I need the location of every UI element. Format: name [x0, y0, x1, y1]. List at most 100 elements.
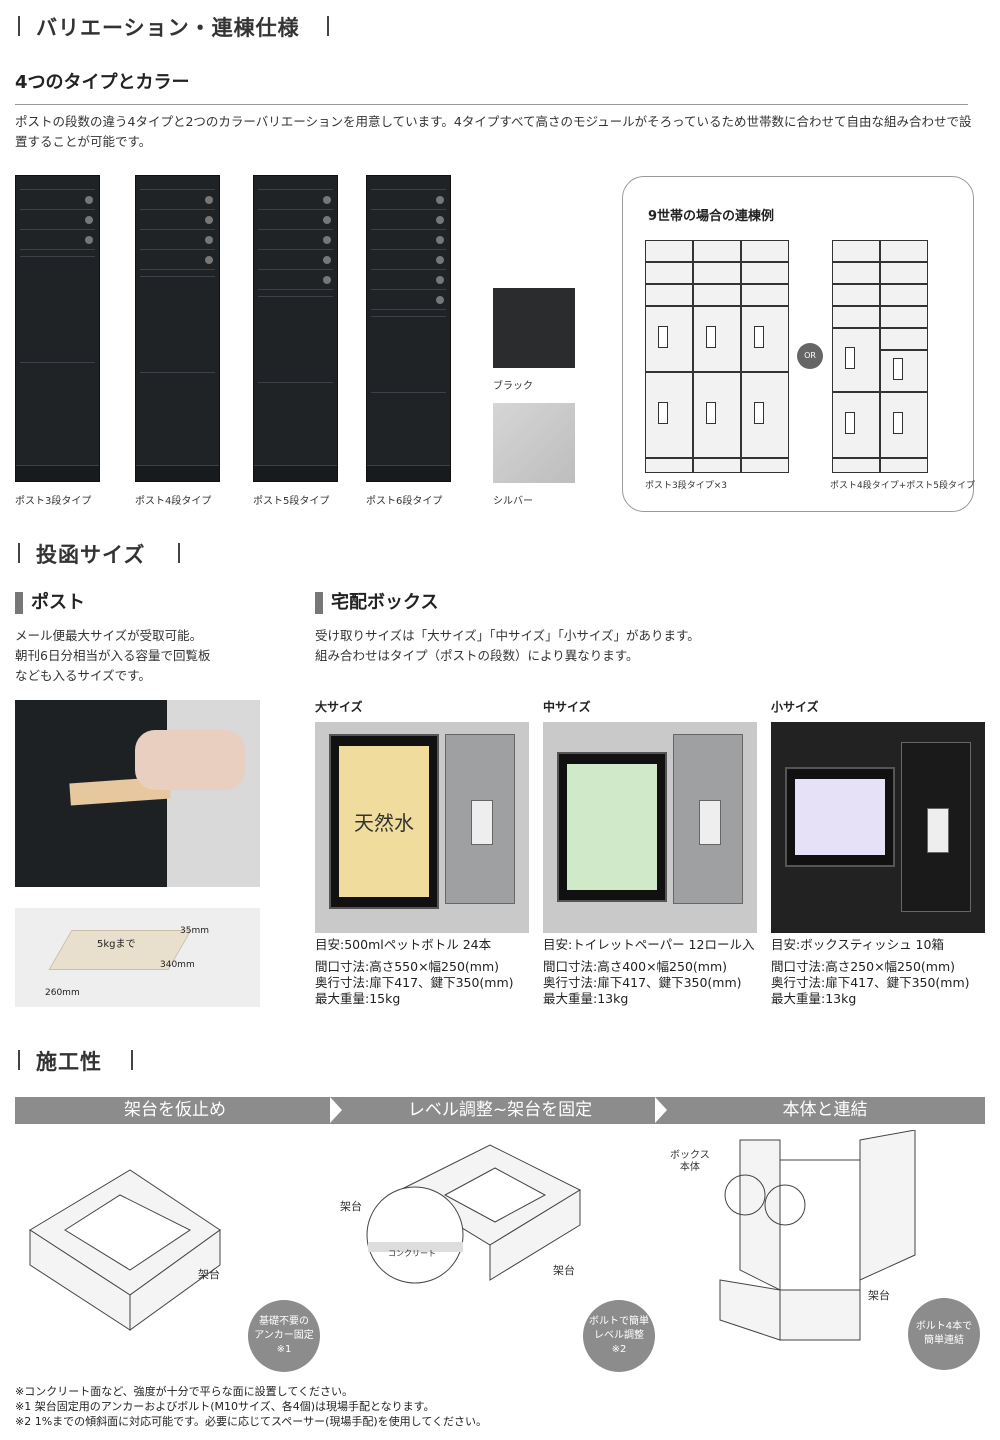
- box-door: [371, 391, 446, 468]
- base: [367, 465, 450, 481]
- box-door: [693, 372, 741, 458]
- max-weight-text: 最大重量:15kg: [315, 991, 401, 1006]
- footnotes: ※コンクリート面など、強度が十分で平らな面に設置してください。 ※1 架台固定用…: [15, 1384, 487, 1429]
- opening-text: 間口寸法:高さ250×幅250(mm): [771, 959, 956, 974]
- example-caption: ポスト4段タイプ+ポスト5段タイプ: [830, 481, 975, 491]
- base: [832, 458, 880, 473]
- post-unit: [366, 175, 451, 482]
- subtitle-types: 4つのタイプとカラー: [15, 72, 190, 93]
- mail-slot: [880, 306, 928, 328]
- mail-slot: [693, 284, 741, 306]
- box-door: [645, 372, 693, 458]
- size-name: 中サイズ: [543, 700, 591, 714]
- open-door: [901, 742, 971, 912]
- mail-slot: [832, 262, 880, 284]
- size-name: 小サイズ: [771, 700, 819, 714]
- section-title-variation: バリエーション・連棟仕様: [36, 16, 300, 40]
- mail-slot: [880, 284, 928, 306]
- steps-banner: [15, 1097, 985, 1124]
- note-bubble: ボルト4本で簡単連結: [908, 1298, 980, 1370]
- mail-slot: [371, 292, 446, 310]
- height-label: 35mm: [180, 926, 209, 936]
- base: [136, 465, 219, 481]
- mail-slot: [693, 240, 741, 262]
- post-heading: ポスト: [15, 592, 85, 614]
- post-unit: [15, 175, 100, 482]
- text-line: ボックス: [670, 1150, 710, 1161]
- size-spec: 目安:500mlペットボトル 24本 間口寸法:高さ550×幅250(mm) 奥…: [315, 937, 540, 1007]
- box-door: [20, 361, 95, 468]
- post-type-label: ポスト6段タイプ: [366, 496, 443, 507]
- section-title-construction: 施工性: [36, 1050, 102, 1074]
- box-door: [20, 256, 95, 362]
- box-photo: 天然水: [315, 722, 529, 933]
- box-heading: 宅配ボックス: [315, 592, 438, 614]
- step-label: レベル調整~架台を固定: [407, 1100, 593, 1120]
- step-label: 架台を仮止め: [124, 1100, 226, 1120]
- box-door: [880, 392, 928, 458]
- heading-bar: [327, 16, 329, 36]
- box-interior: [557, 752, 667, 902]
- box-door: [880, 350, 928, 392]
- mail-slot: [645, 284, 693, 306]
- example-box: [622, 176, 974, 512]
- text-line: 朝刊6日分相当が入る容量で回覧板: [15, 648, 211, 663]
- opening-text: 間口寸法:高さ400×幅250(mm): [543, 959, 728, 974]
- base: [645, 458, 693, 473]
- text-line: アンカー固定: [254, 1330, 314, 1341]
- size-spec: 目安:トイレットペーパー 12ロール入 間口寸法:高さ400×幅250(mm) …: [543, 937, 768, 1007]
- mail-slot: [258, 212, 333, 230]
- mail-slot: [258, 252, 333, 270]
- heading-bar: [178, 543, 180, 563]
- width-label: 260mm: [45, 988, 80, 998]
- box-door: [371, 316, 446, 392]
- post-description: メール便最大サイズが受取可能。 朝刊6日分相当が入る容量で回覧板 なども入るサイ…: [15, 626, 210, 686]
- heading-bar: [18, 16, 20, 36]
- color-label: ブラック: [493, 381, 533, 392]
- base: [741, 458, 789, 473]
- text-line: ※1: [276, 1344, 292, 1355]
- mail-slot: [645, 262, 693, 284]
- text-line: ボルトで簡単: [589, 1316, 649, 1327]
- mail-slot: [832, 306, 880, 328]
- base: [880, 458, 928, 473]
- max-weight-text: 最大重量:13kg: [771, 991, 857, 1006]
- size-name: 大サイズ: [315, 700, 363, 714]
- box-door: [140, 276, 215, 372]
- lock-unit: [699, 800, 721, 845]
- post-type-label: ポスト4段タイプ: [135, 496, 212, 507]
- box-door: [741, 306, 789, 372]
- note-bubble: ボルトで簡単レベル調整※2: [583, 1300, 655, 1372]
- example-caption: ポスト3段タイプ×3: [645, 481, 727, 491]
- part-label: 架台: [340, 1200, 362, 1213]
- mail-slot: [258, 192, 333, 210]
- post-type-label: ポスト5段タイプ: [253, 496, 330, 507]
- mail-slot: [140, 212, 215, 230]
- top-cap: [20, 176, 95, 190]
- sample-item: 天然水: [339, 746, 429, 897]
- text-line: 基礎不要の: [259, 1316, 309, 1327]
- post-type-label: ポスト3段タイプ: [15, 496, 92, 507]
- heading-bar: [18, 1050, 20, 1070]
- mail-slot: [371, 192, 446, 210]
- depth-text: 奥行寸法:扉下417、鍵下350(mm): [315, 975, 514, 990]
- open-door: [445, 734, 515, 904]
- mail-slot: [371, 232, 446, 250]
- mail-slot: [20, 212, 95, 230]
- mail-slot: [258, 272, 333, 290]
- box-photo: [771, 722, 985, 933]
- base: [254, 465, 337, 481]
- sample-item: [795, 779, 885, 855]
- size-spec: 目安:ボックスティッシュ 10箱 間口寸法:高さ250×幅250(mm) 奥行寸…: [771, 937, 996, 1007]
- mail-slot: [741, 262, 789, 284]
- opening-text: 間口寸法:高さ550×幅250(mm): [315, 959, 500, 974]
- box-door: [832, 392, 880, 458]
- footnote: ※2 1%までの傾斜面に対応可能です。必要に応じてスペーサー(現場手配)を使用し…: [15, 1415, 487, 1428]
- hand: [135, 730, 245, 790]
- mail-slot: [693, 262, 741, 284]
- box-interior: [785, 767, 895, 867]
- box-interior: 天然水: [329, 734, 439, 909]
- text-line: 受け取りサイズは「大サイズ」「中サイズ」「小サイズ」があります。: [315, 628, 700, 643]
- description: ポストの段数の違う4タイプと2つのカラーバリエーションを用意しています。4タイプ…: [15, 114, 972, 149]
- mail-slot: [140, 252, 215, 270]
